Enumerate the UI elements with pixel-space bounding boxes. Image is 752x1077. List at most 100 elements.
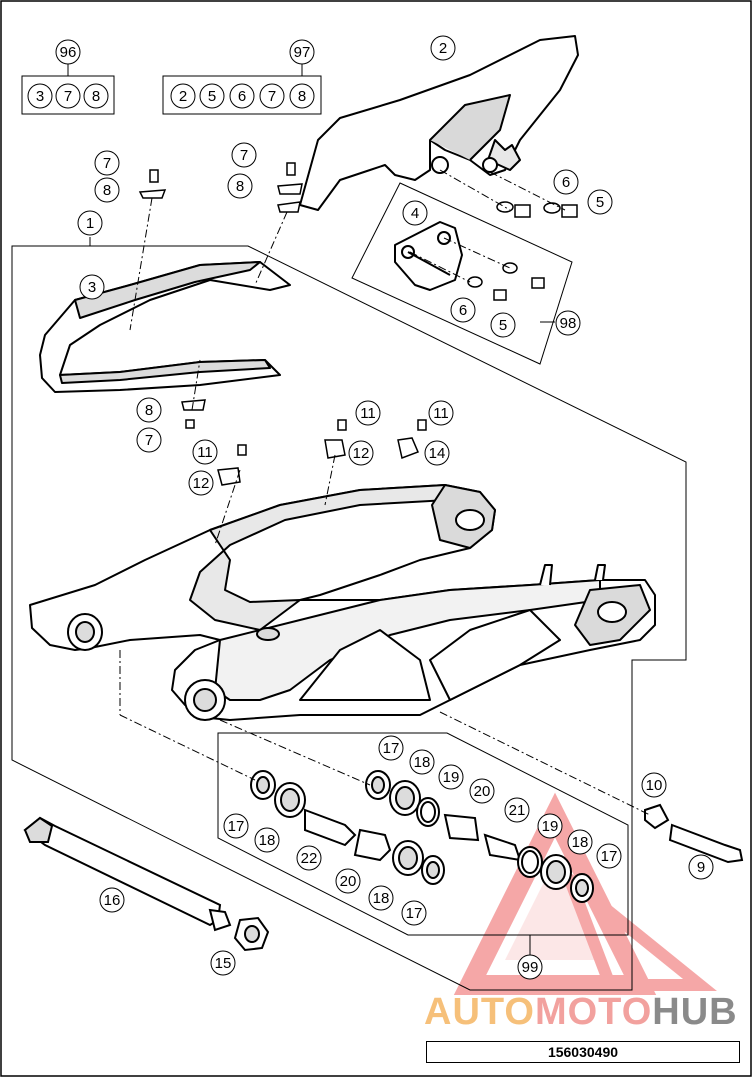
callout-18b: 18	[254, 827, 280, 853]
bearing-parts	[250, 770, 594, 903]
svg-text:21: 21	[509, 802, 526, 819]
callout-15: 15	[210, 950, 236, 976]
callout-8b: 8	[227, 173, 253, 199]
callout-19b: 19	[537, 813, 563, 839]
callout-22: 22	[296, 845, 322, 871]
watermark-moto: MOTO	[534, 991, 653, 1033]
callout-18d: 18	[368, 885, 394, 911]
callout-12a: 12	[348, 440, 374, 466]
svg-text:14: 14	[429, 445, 446, 462]
callout-20b: 20	[335, 868, 361, 894]
chain-slider	[39, 261, 291, 393]
callout-10: 10	[641, 772, 667, 798]
chain-guard	[299, 35, 579, 211]
svg-text:9: 9	[697, 859, 705, 876]
kit-96: 96 3 7 8	[21, 39, 115, 115]
svg-text:3: 3	[88, 279, 96, 296]
svg-text:8: 8	[103, 182, 111, 199]
svg-text:7: 7	[64, 88, 72, 105]
callout-17a: 17	[378, 735, 404, 761]
callout-17d: 17	[401, 900, 427, 926]
callout-99: 99	[517, 954, 543, 980]
callout-2: 2	[430, 35, 456, 61]
callout-8a: 8	[94, 177, 120, 203]
callout-18a: 18	[409, 749, 435, 775]
svg-text:3: 3	[36, 88, 44, 105]
callout-7b: 7	[231, 142, 257, 168]
svg-text:15: 15	[215, 955, 232, 972]
callout-21: 21	[504, 797, 530, 823]
callout-20a: 20	[469, 778, 495, 804]
svg-text:7: 7	[103, 155, 111, 172]
callout-11a: 11	[355, 400, 381, 426]
callout-16: 16	[99, 887, 125, 913]
svg-text:1: 1	[86, 215, 94, 232]
callout-98: 98	[555, 310, 581, 336]
svg-text:19: 19	[443, 769, 460, 786]
svg-text:6: 6	[562, 174, 570, 191]
svg-text:5: 5	[499, 317, 507, 334]
cover-kit-outline	[351, 182, 573, 365]
svg-text:5: 5	[208, 88, 216, 105]
callout-6b: 6	[450, 297, 476, 323]
kit-97: 97 2 5 6 7 8	[162, 39, 322, 115]
svg-text:7: 7	[268, 88, 276, 105]
svg-text:4: 4	[411, 205, 419, 222]
part-labels: 1 2 3 4 5 5 6 6 7 7 7 8 8 8 9 10 11 11 1…	[77, 35, 714, 980]
watermark-auto: AUTO	[424, 991, 535, 1033]
callout-11c: 11	[192, 439, 218, 465]
watermark-logo: AUTOMOTOHUB	[424, 990, 750, 1034]
leader-lines	[119, 169, 651, 816]
callout-4: 4	[402, 200, 428, 226]
svg-text:17: 17	[406, 905, 423, 922]
bearing-kit-outline	[217, 732, 629, 955]
callout-6a: 6	[553, 169, 579, 195]
svg-text:12: 12	[193, 475, 210, 492]
svg-text:18: 18	[259, 832, 276, 849]
svg-text:22: 22	[301, 850, 318, 867]
svg-text:8: 8	[298, 88, 306, 105]
document-number: 156030490	[426, 1041, 740, 1063]
svg-text:16: 16	[104, 892, 121, 909]
cover-plate	[394, 221, 463, 291]
callout-11b: 11	[428, 400, 454, 426]
callout-19a: 19	[438, 764, 464, 790]
svg-text:97: 97	[294, 44, 311, 61]
svg-text:12: 12	[353, 445, 370, 462]
callout-3: 3	[79, 274, 105, 300]
svg-text:8: 8	[145, 402, 153, 419]
swingarm	[29, 484, 656, 721]
callout-14: 14	[424, 440, 450, 466]
svg-text:18: 18	[373, 890, 390, 907]
callout-12b: 12	[188, 470, 214, 496]
callout-18c: 18	[567, 829, 593, 855]
svg-text:2: 2	[179, 88, 187, 105]
callout-7c: 7	[136, 427, 162, 453]
svg-text:17: 17	[601, 848, 618, 865]
fasteners	[138, 162, 578, 486]
svg-text:19: 19	[542, 818, 559, 835]
svg-text:18: 18	[572, 834, 589, 851]
svg-text:6: 6	[459, 302, 467, 319]
svg-text:18: 18	[414, 754, 431, 771]
bolt-and-spacer	[644, 803, 744, 864]
svg-text:11: 11	[360, 405, 376, 422]
callout-5a: 5	[587, 189, 613, 215]
callout-1: 1	[77, 210, 103, 236]
callout-17c: 17	[596, 843, 622, 869]
svg-text:5: 5	[596, 194, 604, 211]
watermark-hub: HUB	[652, 991, 738, 1033]
callout-9: 9	[688, 854, 714, 880]
callout-5b: 5	[490, 312, 516, 338]
svg-text:99: 99	[522, 959, 539, 976]
svg-text:98: 98	[560, 315, 577, 332]
pivot-shaft	[23, 816, 270, 952]
svg-text:20: 20	[340, 873, 357, 890]
assembly-outline-part-1	[11, 237, 687, 991]
svg-text:11: 11	[433, 405, 449, 422]
svg-text:7: 7	[145, 432, 153, 449]
svg-text:8: 8	[236, 178, 244, 195]
svg-text:8: 8	[92, 88, 100, 105]
